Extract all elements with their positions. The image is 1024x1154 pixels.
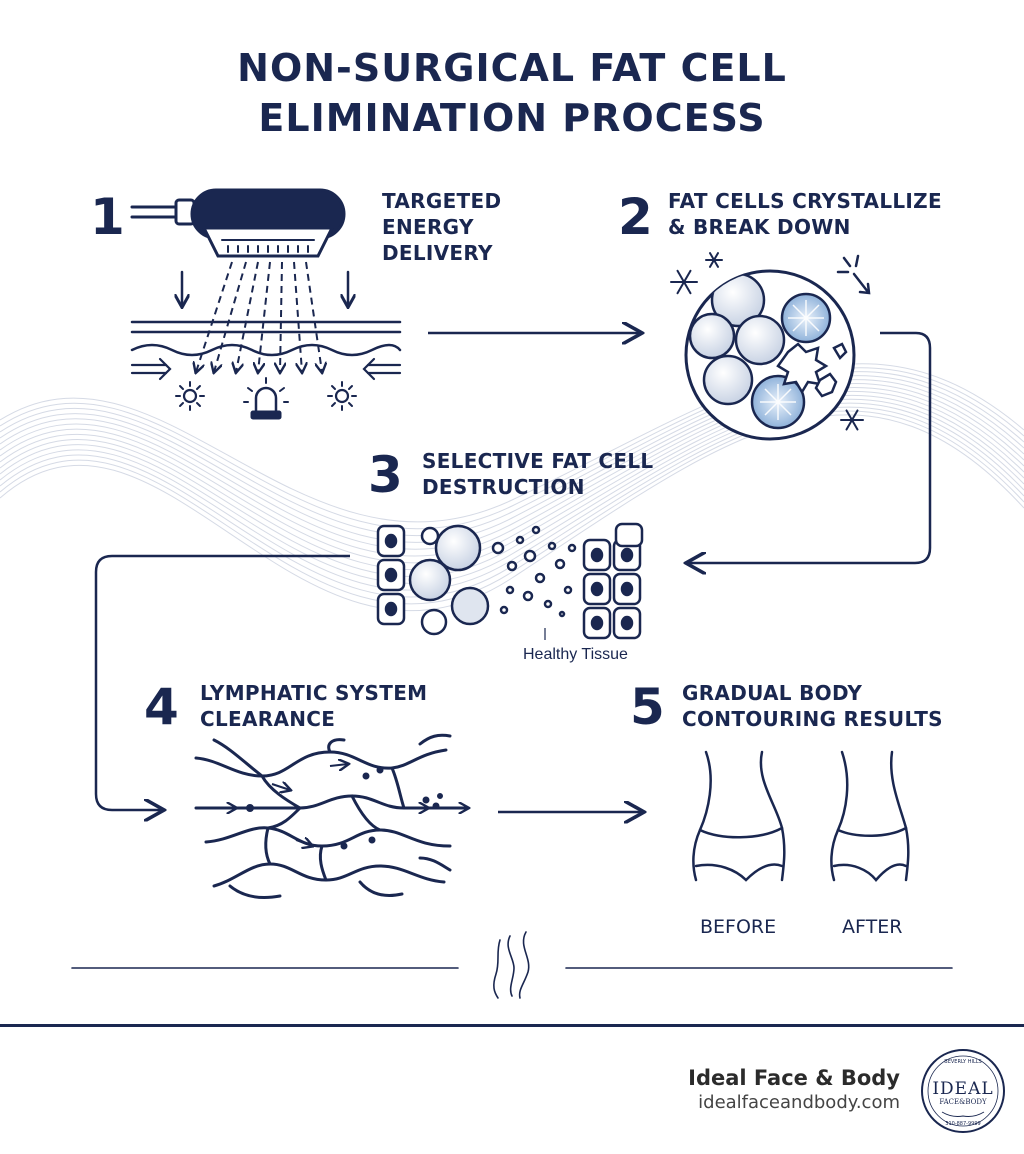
energy-beams <box>196 261 322 372</box>
wave-line <box>0 414 1024 612</box>
cell-nucleus <box>384 601 398 617</box>
background-waves <box>0 363 1024 612</box>
fat-debris <box>505 585 515 595</box>
wave-line <box>0 394 1024 577</box>
wave-line <box>0 406 1024 598</box>
step5-label-line: CONTOURING RESULTS <box>682 707 943 731</box>
step1-device-illustration <box>130 188 402 420</box>
wave-line <box>0 410 1024 605</box>
arrow-2-to-3 <box>688 331 932 563</box>
cell-nucleus <box>384 567 398 583</box>
cell-nucleus <box>590 547 604 563</box>
energy-beam <box>305 261 322 372</box>
fat-debris <box>491 541 505 555</box>
step2-crystal-illustration <box>670 252 871 441</box>
lymph-flow-markers <box>214 764 468 850</box>
wave-line <box>0 402 1024 591</box>
step1-label-line: TARGETED <box>382 189 502 213</box>
cell-nucleus <box>620 547 634 563</box>
logo-top-text: BEVERLY HILLS <box>944 1059 981 1065</box>
wave-line <box>0 371 1024 536</box>
divider-ornament <box>71 931 953 999</box>
step4-number: 4 <box>144 678 179 736</box>
snowflake-icon <box>845 409 859 431</box>
energy-beam <box>258 261 271 372</box>
after-label: AFTER <box>842 916 903 938</box>
step4-label-line: LYMPHATIC SYSTEM <box>200 681 428 705</box>
fat-debris <box>522 590 534 602</box>
step1-number: 1 <box>90 188 125 246</box>
healthy-tissue-caption: Healthy Tissue <box>523 646 628 663</box>
step4-label: LYMPHATIC SYSTEM CLEARANCE <box>200 680 427 732</box>
fat-debris <box>558 610 566 618</box>
tissue-cell <box>614 522 644 548</box>
energy-beam <box>196 261 233 372</box>
fat-debris <box>531 525 541 535</box>
step3-label-line: SELECTIVE FAT CELL <box>422 449 654 473</box>
energy-beam <box>236 261 259 372</box>
cell-nucleus <box>620 581 634 597</box>
before-label: BEFORE <box>700 916 777 938</box>
step4-lymphatic-illustration <box>194 733 470 900</box>
footer-divider <box>0 1024 1024 1027</box>
step2-label: FAT CELLS CRYSTALLIZE & BREAK DOWN <box>668 188 942 240</box>
step5-after-silhouette <box>830 750 910 882</box>
fat-debris <box>554 558 566 570</box>
step1-label-line: ENERGY <box>382 215 474 239</box>
step5-before-silhouette <box>692 750 786 882</box>
snowflake-icon <box>709 252 719 268</box>
step3-label-line: DESTRUCTION <box>422 475 585 499</box>
logo-main-text: IDEAL <box>932 1079 993 1099</box>
step3-tissue-illustration <box>376 522 644 640</box>
wave-line <box>0 383 1024 557</box>
fat-debris <box>499 605 509 615</box>
step1-label-line: DELIVERY <box>382 241 493 265</box>
fat-debris <box>506 560 518 572</box>
step5-number: 5 <box>630 678 665 736</box>
fat-debris <box>534 572 546 584</box>
wave-line <box>0 398 1024 584</box>
wave-line <box>0 386 1024 564</box>
wave-line <box>0 375 1024 543</box>
snowflake-icon <box>676 269 692 295</box>
logo-sub-text: FACE&BODY <box>939 1098 987 1106</box>
fat-debris <box>523 549 537 563</box>
energy-beam <box>214 261 247 372</box>
wave-line <box>0 363 1024 523</box>
step2-label-line: & BREAK DOWN <box>668 215 851 239</box>
step2-label-line: FAT CELLS CRYSTALLIZE <box>668 189 942 213</box>
cell-nucleus <box>590 581 604 597</box>
cell-nucleus <box>384 533 398 549</box>
cell-nucleus <box>590 615 604 631</box>
fat-debris <box>515 535 525 545</box>
cell-nucleus <box>620 615 634 631</box>
step5-label: GRADUAL BODY CONTOURING RESULTS <box>682 680 943 732</box>
step3-label: SELECTIVE FAT CELL DESTRUCTION <box>422 448 653 500</box>
step4-label-line: CLEARANCE <box>200 707 336 731</box>
step3-number: 3 <box>368 446 403 504</box>
brand-logo-seal: BEVERLY HILLS IDEAL FACE&BODY 310-887-99… <box>921 1049 1005 1133</box>
logo-phone-text: 310-887-9999 <box>945 1121 980 1127</box>
wave-line <box>0 367 1024 530</box>
page-title-line1: NON-SURGICAL FAT CELL <box>237 46 787 90</box>
brand-url[interactable]: idealfaceandbody.com <box>698 1092 900 1113</box>
fat-debris <box>543 599 553 609</box>
page-title-line2: ELIMINATION PROCESS <box>258 96 766 140</box>
arrow-3-to-4 <box>94 554 350 810</box>
brand-name: Ideal Face & Body <box>688 1066 900 1090</box>
fat-debris <box>563 585 573 595</box>
step2-number: 2 <box>618 188 653 246</box>
energy-beam <box>293 261 302 372</box>
fat-debris <box>567 543 577 553</box>
step1-label: TARGETED ENERGY DELIVERY <box>382 188 501 266</box>
step5-label-line: GRADUAL BODY <box>682 681 863 705</box>
wave-line <box>0 379 1024 550</box>
fat-debris <box>547 541 557 551</box>
energy-beam <box>280 261 282 372</box>
